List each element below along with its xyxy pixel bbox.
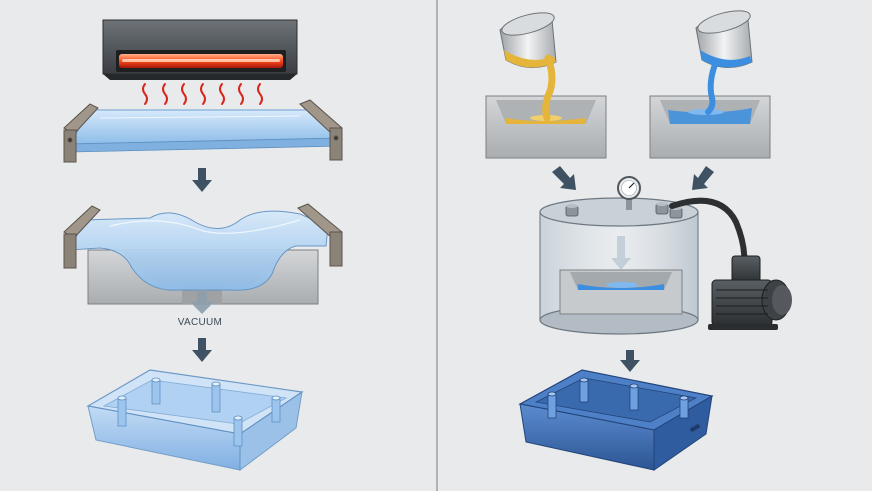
vacuum-arrow-icon: [190, 290, 214, 314]
clamp-icon: [63, 203, 343, 269]
heat-wave-icon: [142, 83, 263, 105]
plastic-sheet-flat: [69, 109, 344, 153]
down-arrow-icon: [552, 166, 576, 190]
down-arrow-icon: [692, 166, 714, 190]
formed-clear-part: [86, 369, 304, 471]
heater-icon: [102, 19, 298, 80]
plastic-sheet-formed: [69, 210, 329, 291]
cast-blue-part: [518, 369, 714, 471]
vacuum-pump-icon: [708, 255, 792, 330]
vacuum-chamber-icon: [539, 197, 699, 335]
down-arrow-icon: [192, 168, 212, 192]
pour-cup-icon: [695, 10, 753, 115]
down-arrow-icon: [620, 350, 640, 372]
pressure-gauge-icon: [617, 176, 641, 210]
mold-block-right: [649, 95, 771, 159]
pour-cup-icon: [499, 12, 557, 122]
clamp-icon: [63, 99, 343, 163]
vacuum-label: VACUUM: [177, 317, 223, 328]
vacuum-hose: [669, 197, 748, 269]
down-arrow-icon: [192, 338, 212, 362]
